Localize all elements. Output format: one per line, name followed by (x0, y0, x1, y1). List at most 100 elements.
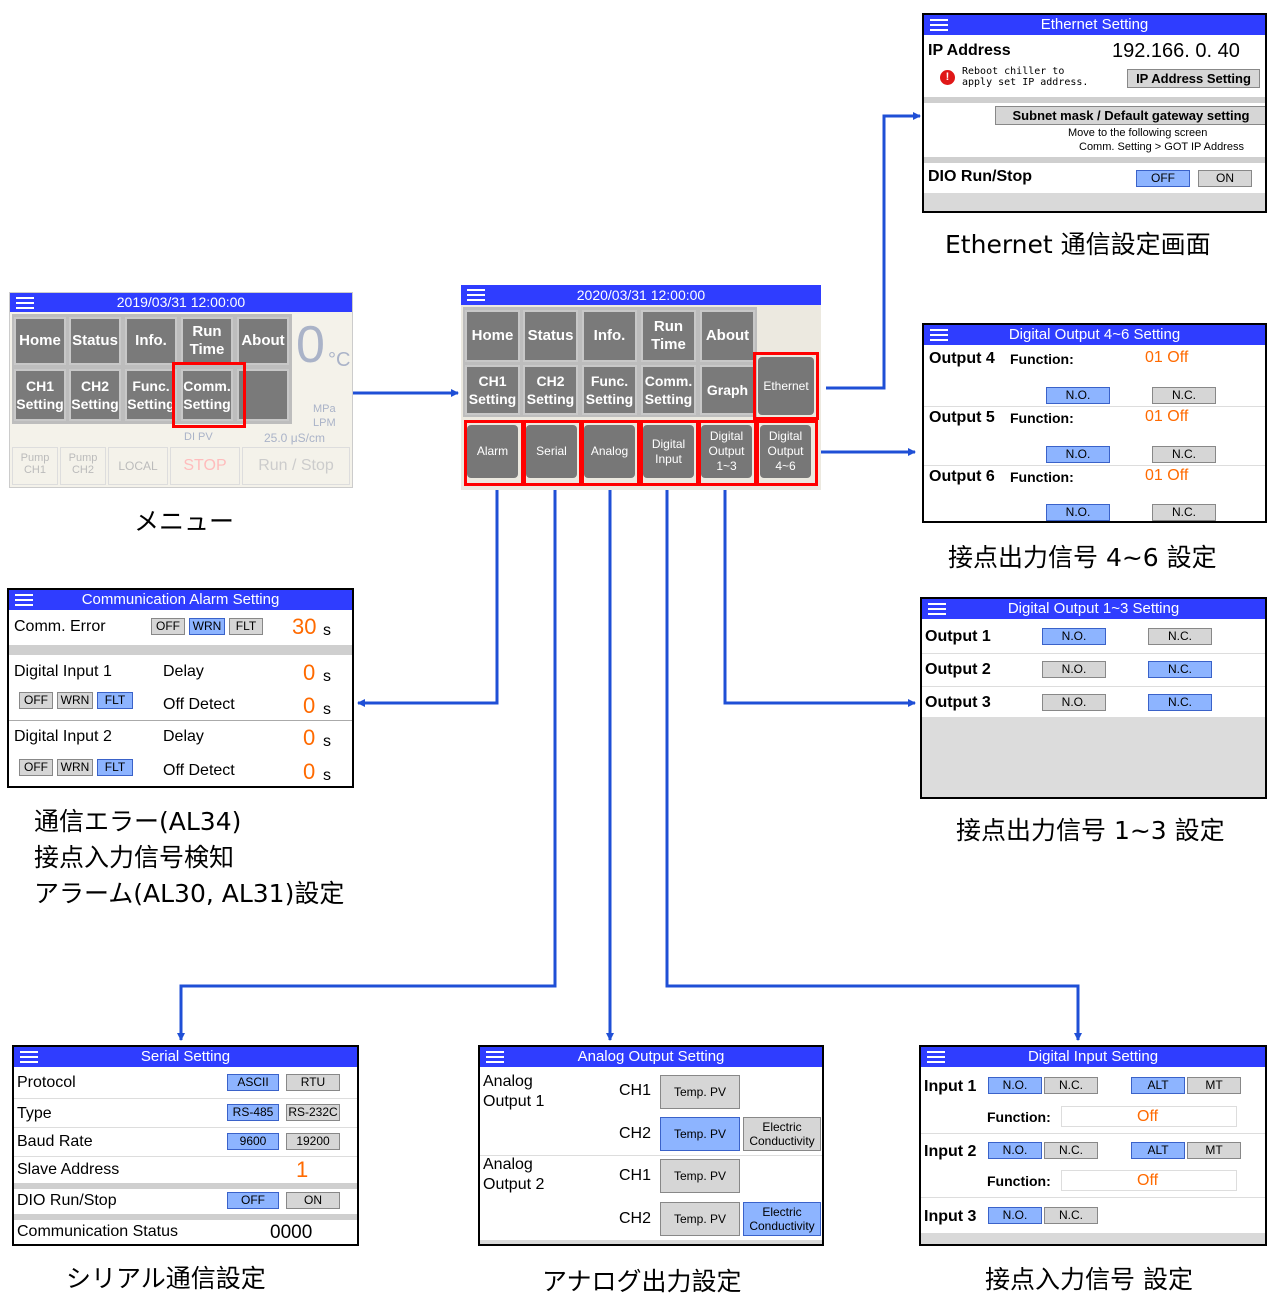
about-button[interactable]: About (237, 317, 289, 365)
output-5-no-button[interactable]: N.O. (1046, 446, 1110, 463)
output-1-nc-button[interactable]: N.C. (1148, 628, 1212, 645)
di1-flt-button[interactable]: FLT (97, 692, 133, 709)
func-setting-button[interactable]: Func. Setting (125, 369, 177, 421)
input-2-nc-button[interactable]: N.C. (1044, 1142, 1098, 1159)
stop-button[interactable]: STOP (170, 447, 240, 485)
input-1-mt-button[interactable]: MT (1187, 1077, 1241, 1094)
local-button[interactable]: LOCAL (108, 447, 168, 485)
arrow-to-dinput (665, 488, 1082, 1041)
comm-setting-button[interactable]: Comm. Setting (641, 365, 696, 415)
input-1-function-field[interactable] (1061, 1106, 1237, 1127)
input-1-no-button[interactable]: N.O. (988, 1077, 1042, 1094)
ch1-setting-button[interactable]: CH1 Setting (14, 369, 66, 421)
menu-icon[interactable] (927, 1051, 945, 1063)
output-4-nc-button[interactable]: N.C. (1152, 387, 1216, 404)
protocol-rtu-button[interactable]: RTU (286, 1074, 340, 1091)
output-2-no-button[interactable]: N.O. (1042, 661, 1106, 678)
ch2-setting-button[interactable]: CH2 Setting (523, 365, 578, 415)
output-4-no-button[interactable]: N.O. (1046, 387, 1110, 404)
out2-ch2-temp-pv-button[interactable]: Temp. PV (660, 1202, 740, 1236)
output-6-no-button[interactable]: N.O. (1046, 504, 1110, 521)
menu-icon[interactable] (930, 19, 948, 31)
func-setting-button[interactable]: Func. Setting (582, 365, 637, 415)
out1-ch1-temp-pv-button[interactable]: Temp. PV (660, 1075, 740, 1109)
di1-wrn-button[interactable]: WRN (57, 692, 93, 709)
baud-19200-button[interactable]: 19200 (286, 1133, 340, 1150)
input-1-nc-button[interactable]: N.C. (1044, 1077, 1098, 1094)
comm-error-off-button[interactable]: OFF (151, 618, 185, 635)
menu-icon[interactable] (16, 297, 34, 309)
di2-flt-button[interactable]: FLT (97, 759, 133, 776)
alarm-button[interactable]: Alarm (467, 425, 518, 478)
alarm-caption-line2: 接点入力信号検知 (34, 843, 235, 872)
pump-ch2-button[interactable]: Pump CH2 (60, 447, 106, 485)
comm-error-wrn-button[interactable]: WRN (189, 618, 225, 635)
comm-error-flt-button[interactable]: FLT (229, 618, 263, 635)
input-2-no-button[interactable]: N.O. (988, 1142, 1042, 1159)
ch1-setting-button[interactable]: CH1 Setting (465, 365, 520, 415)
input-3-label: Input 3 (924, 1208, 977, 1225)
dio-on-button[interactable]: ON (1198, 170, 1252, 187)
graph-button[interactable]: Graph (700, 365, 755, 415)
menu-icon[interactable] (20, 1051, 38, 1063)
serial-title-bar: Serial Setting (14, 1047, 357, 1067)
status-button[interactable]: Status (69, 317, 121, 365)
output-3-nc-button[interactable]: N.C. (1148, 694, 1212, 711)
ghost-di-value: 25.0 μS/cm (264, 431, 325, 445)
type-rs485-button[interactable]: RS-485 (227, 1104, 279, 1121)
run-time-button[interactable]: Run Time (641, 310, 696, 362)
menu-icon[interactable] (928, 603, 946, 615)
dio-off-button[interactable]: OFF (227, 1192, 279, 1209)
output-5-nc-button[interactable]: N.C. (1152, 446, 1216, 463)
di1-off-button[interactable]: OFF (19, 692, 53, 709)
output-3-no-button[interactable]: N.O. (1042, 694, 1106, 711)
home-button[interactable]: Home (465, 310, 520, 362)
pump-ch1-button[interactable]: Pump CH1 (12, 447, 58, 485)
run-stop-button[interactable]: Run / Stop (242, 447, 350, 485)
digital-output-4-6-button[interactable]: Digital Output 4~6 (760, 425, 811, 478)
ip-address-setting-button[interactable]: IP Address Setting (1127, 69, 1260, 88)
di2-wrn-button[interactable]: WRN (57, 759, 93, 776)
menu-icon[interactable] (486, 1051, 504, 1063)
subnet-gateway-button[interactable]: Subnet mask / Default gateway setting (995, 106, 1265, 125)
status-button[interactable]: Status (523, 310, 578, 362)
ch2-setting-button[interactable]: CH2 Setting (69, 369, 121, 421)
input-3-nc-button[interactable]: N.C. (1044, 1207, 1098, 1224)
di2-off-button[interactable]: OFF (19, 759, 53, 776)
output-2-nc-button[interactable]: N.C. (1148, 661, 1212, 678)
menu-icon[interactable] (930, 329, 948, 341)
info-button[interactable]: Info. (582, 310, 637, 362)
info-button[interactable]: Info. (125, 317, 177, 365)
menu-icon[interactable] (15, 594, 33, 606)
out1-ch2-temp-pv-button[interactable]: Temp. PV (660, 1117, 740, 1151)
menu-icon[interactable] (467, 289, 485, 301)
arrow-to-serial (177, 488, 557, 1041)
baud-9600-button[interactable]: 9600 (227, 1133, 279, 1150)
about-button[interactable]: About (700, 310, 755, 362)
input-3-no-button[interactable]: N.O. (988, 1207, 1042, 1224)
run-time-button[interactable]: Run Time (181, 317, 233, 365)
out2-ch1-temp-pv-button[interactable]: Temp. PV (660, 1159, 740, 1193)
comm-setting-highlight (172, 362, 246, 428)
home-button[interactable]: Home (14, 317, 66, 365)
type-rs232c-button[interactable]: RS-232C (286, 1104, 340, 1121)
out2-ch2-ec-button[interactable]: Electric Conductivity (743, 1202, 821, 1236)
serial-button[interactable]: Serial (526, 425, 577, 478)
protocol-ascii-button[interactable]: ASCII (227, 1074, 279, 1091)
digital-input-2-label: Digital Input 2 (14, 728, 112, 745)
input-2-mt-button[interactable]: MT (1187, 1142, 1241, 1159)
digital-input-button[interactable]: Digital Input (643, 425, 694, 478)
input-1-alt-button[interactable]: ALT (1131, 1077, 1185, 1094)
output-1-no-button[interactable]: N.O. (1042, 628, 1106, 645)
dio-off-button[interactable]: OFF (1136, 170, 1190, 187)
ethernet-button[interactable]: Ethernet (758, 357, 814, 415)
input-2-function-field[interactable] (1061, 1170, 1237, 1191)
digital-output-1-3-button[interactable]: Digital Output 1~3 (701, 425, 752, 478)
output-6-nc-button[interactable]: N.C. (1152, 504, 1216, 521)
dio-on-button[interactable]: ON (286, 1192, 340, 1209)
out2-ch2-label: CH2 (619, 1210, 652, 1227)
out1-ch2-ec-button[interactable]: Electric Conductivity (743, 1117, 821, 1151)
comm-setting-button[interactable]: Comm. Setting (181, 369, 233, 421)
input-2-alt-button[interactable]: ALT (1131, 1142, 1185, 1159)
analog-button[interactable]: Analog (584, 425, 635, 478)
